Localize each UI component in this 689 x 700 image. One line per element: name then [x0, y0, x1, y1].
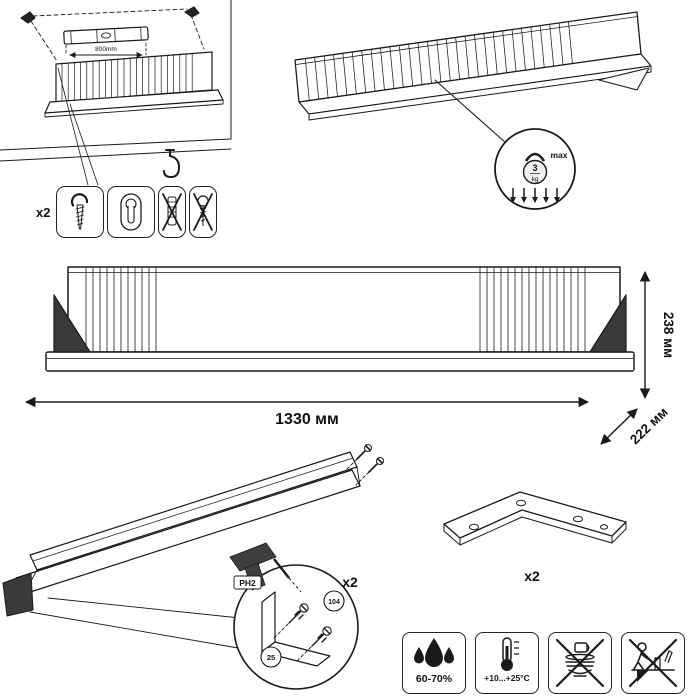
weight-unit: kg	[532, 176, 539, 183]
callout-leader	[434, 79, 507, 144]
shelf-board	[45, 351, 635, 372]
assembly-qty-label: x2	[342, 574, 358, 590]
wall-lines	[0, 0, 232, 162]
drill-icon: PH2	[229, 542, 302, 593]
bracket-left	[53, 294, 91, 353]
humidity-label: 60-70%	[415, 673, 453, 685]
spirit-level-icon	[63, 26, 149, 45]
hanging-hook-icon	[163, 149, 181, 179]
back-panel-band	[29, 451, 358, 571]
assembly-detail-circle: 104 25	[233, 564, 359, 690]
hardware-qty-label: x2	[36, 204, 51, 220]
no-dishes-box	[548, 632, 612, 694]
end-screws-icon	[345, 444, 384, 486]
water-drops-icon	[414, 638, 454, 667]
hook-screw-icon	[71, 193, 89, 230]
cross-out-icon	[555, 638, 605, 688]
hardware-keyhole-box	[107, 186, 156, 238]
wrong-fastener-box-1	[158, 186, 187, 238]
height-label: 238 мм	[661, 312, 676, 358]
shelf-board-edge	[308, 65, 652, 121]
end-bracket	[2, 572, 34, 617]
alignment-dashes	[30, 8, 205, 62]
hardware-leader-lines	[57, 67, 99, 186]
wall-hardware-row: x2	[36, 186, 218, 238]
depth-dimension-line	[600, 408, 638, 445]
weight-limit-badge: 3 kg max	[494, 128, 576, 210]
wrong-fastener-box-2	[189, 186, 218, 238]
temperature-box: +10...+25°C	[475, 632, 539, 694]
wall-hook-right-icon	[184, 6, 200, 18]
bracket-qty-label: x2	[524, 568, 540, 584]
shelf-front-view: 1330 мм 238 мм 222 мм	[24, 266, 676, 447]
slats-right	[479, 267, 586, 352]
part-number-bottom: 25	[267, 653, 275, 662]
back-panel	[67, 266, 621, 353]
mounting-bracket-view: x2	[443, 491, 627, 584]
depth-label: 222 мм	[627, 404, 671, 447]
no-climbing-icon	[628, 638, 678, 688]
kettlebell-handle-icon	[524, 152, 546, 162]
weight-value: 3	[532, 163, 537, 173]
wrong-fastener-anchor-icon	[162, 193, 183, 231]
keyhole-hanger-icon	[120, 193, 143, 231]
part-number-top: 104	[328, 599, 340, 606]
bracket-top-face	[443, 491, 627, 539]
detail-leader-lines	[29, 597, 241, 649]
width-label: 1330 мм	[275, 411, 339, 428]
right-bracket	[598, 67, 650, 91]
no-climbing-box	[621, 632, 685, 694]
slats	[304, 21, 573, 101]
slats-left	[85, 267, 157, 352]
level-measure-label: 800mm	[95, 46, 117, 53]
humidity-box: 60-70%	[402, 632, 466, 694]
wrong-fastener-eye-icon	[193, 193, 214, 231]
cross-out-icon	[628, 638, 678, 688]
care-instructions-row: 60-70% +10...+25°C	[402, 632, 685, 694]
bit-label: PH2	[239, 578, 256, 588]
temperature-label: +10...+25°C	[484, 673, 530, 683]
weight-max-label: max	[550, 150, 567, 160]
shelf-perspective-view: 3 kg max	[294, 11, 652, 210]
bracket-right	[589, 294, 627, 353]
cross-out-icon	[193, 193, 214, 231]
hardware-hook-screw-box	[56, 186, 105, 238]
wall-mounting-diagram: 800mm	[0, 0, 232, 186]
thermometer-icon	[501, 637, 519, 671]
no-dishes-icon	[555, 638, 605, 688]
kettlebell-body-icon	[522, 159, 548, 185]
cross-out-icon	[162, 193, 183, 231]
wall-hook-left-icon	[20, 11, 36, 24]
load-arrows-icon	[510, 188, 560, 203]
shelf-underside-view: 104 25 PH2 x2	[2, 444, 384, 690]
